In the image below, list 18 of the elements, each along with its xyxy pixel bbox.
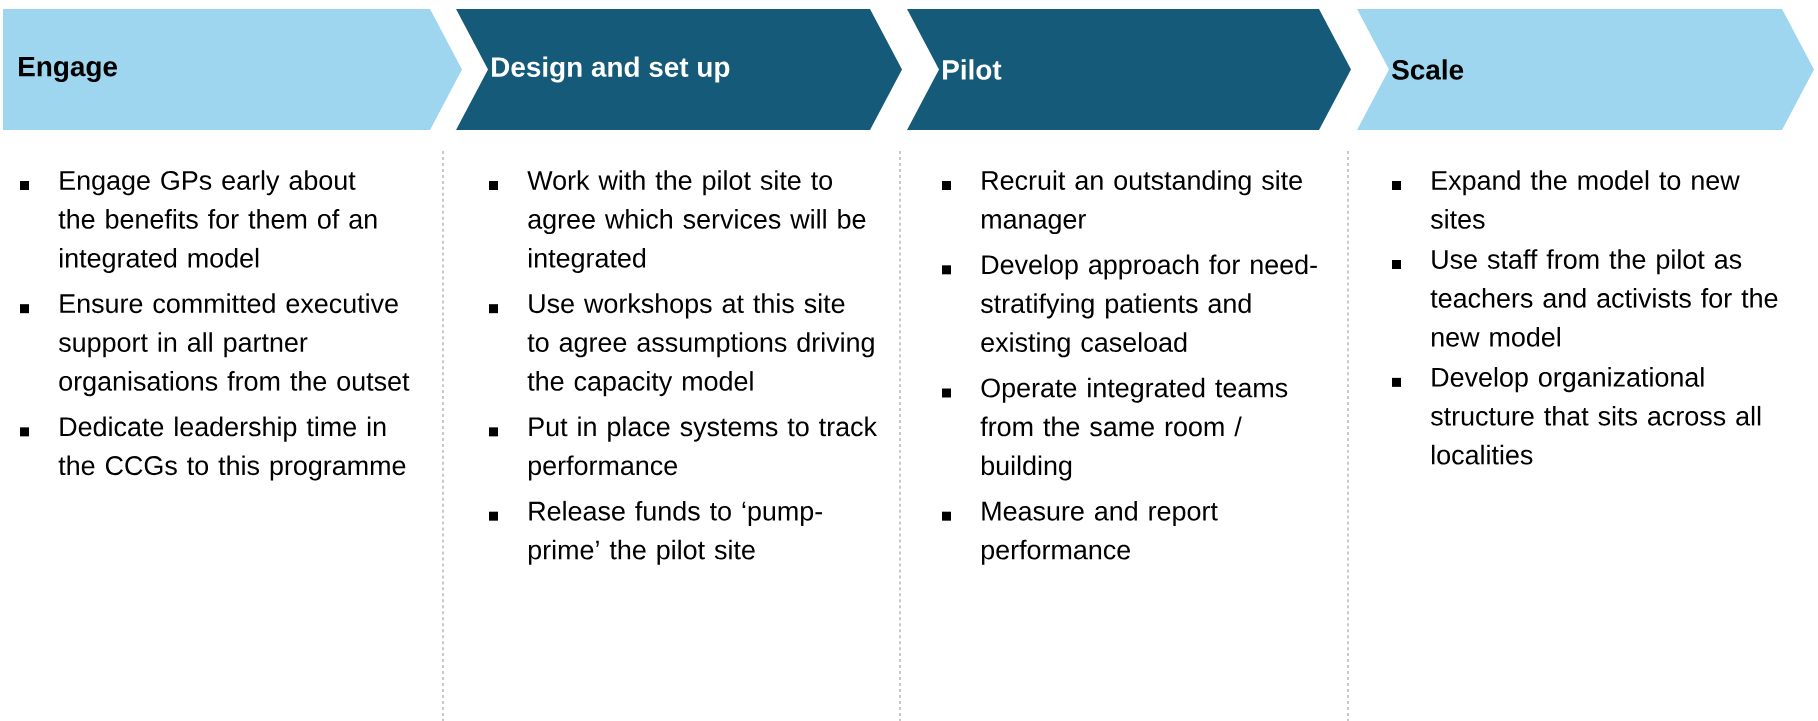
bullet-item: Develop approach for need-stratifying patients and existing caseload xyxy=(942,254,1317,358)
bullet-item: Use staff from the pilot as teachers and activists for the new model xyxy=(1392,249,1778,347)
bullet-item: Release funds to ‘pump-prime’ the pilot site xyxy=(489,500,822,565)
bullet-item: Measure and report performance xyxy=(942,500,1218,565)
bullet-item: Operate integrated teams from the same room / building xyxy=(942,377,1288,481)
bullet-item: Expand the model to new sites xyxy=(1392,170,1740,229)
bullet-item: Engage GPs early about the benefits for them of an integrated model xyxy=(20,170,377,273)
phase-header: Scale xyxy=(1357,9,1814,130)
bullet-item: Work with the pilot site to agree which services will be integrated xyxy=(489,170,866,273)
bullet-item: Use workshops at this site to agree assumptions driving the capacity model xyxy=(489,293,874,397)
phase-header: Pilot xyxy=(907,9,1351,130)
phase-header: Design and set up xyxy=(456,9,902,130)
bullet-item: Dedicate leadership time in the CCGs to this programme xyxy=(20,416,406,481)
phase-header: Engage xyxy=(3,9,462,130)
bullet-item: Ensure committed executive support in all partner organisations from the outset xyxy=(20,293,410,397)
bullet-item: Put in place systems to track performance xyxy=(489,416,878,481)
bullet-item: Recruit an outstanding site manager xyxy=(942,170,1302,235)
bullet-item: Develop organizational structure that sits across all localities xyxy=(1392,367,1761,465)
